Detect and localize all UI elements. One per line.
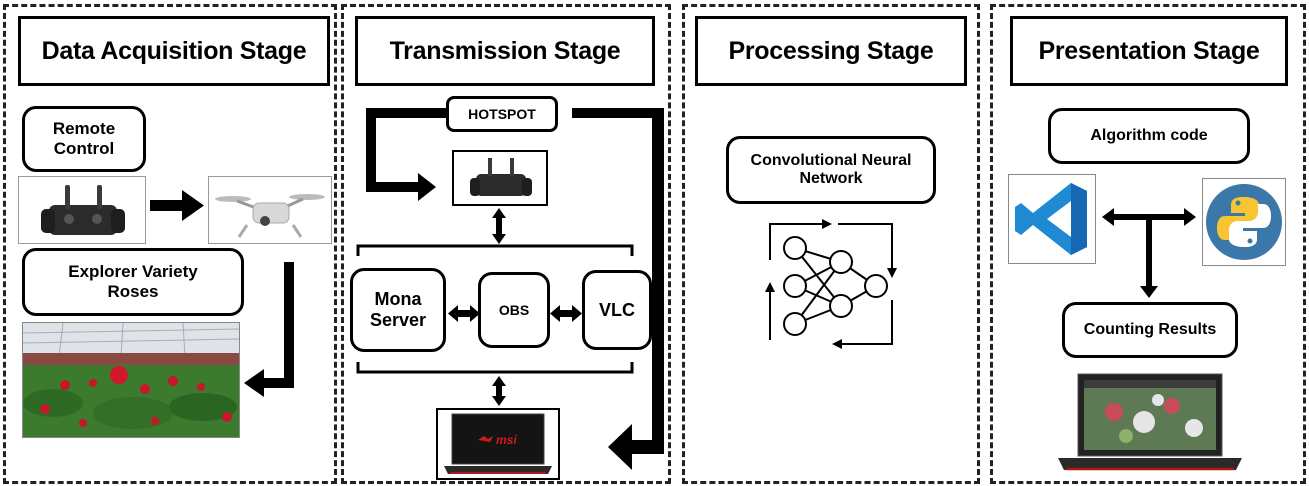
cnn-box: Convolutional Neural Network xyxy=(726,136,936,204)
drone-image xyxy=(208,176,332,244)
vlc-box: VLC xyxy=(582,270,652,350)
remote-control-box: Remote Control xyxy=(22,106,146,172)
hotspot-to-controller-arrow xyxy=(366,108,446,201)
upper-bracket xyxy=(356,244,634,256)
drone-to-roses-arrow xyxy=(244,262,294,397)
processing-stage-panel xyxy=(682,4,980,484)
mona-server-box: Mona Server xyxy=(350,268,446,352)
hotspot-box: HOTSPOT xyxy=(446,96,558,132)
neural-network-icon xyxy=(769,223,893,345)
transmission-stage-title: Transmission Stage xyxy=(355,16,655,86)
vscode-logo xyxy=(1008,174,1096,264)
acquisition-stage-panel xyxy=(3,4,337,484)
controller-bracket-double-arrow xyxy=(492,208,506,244)
mona-obs-double-arrow xyxy=(448,305,480,322)
msi-laptop-image: msi xyxy=(436,408,560,480)
transmission-stage-panel xyxy=(341,4,671,484)
laptop-brand-text: msi xyxy=(496,433,517,447)
algorithm-code-box: Algorithm code xyxy=(1048,108,1250,164)
bracket-laptop-double-arrow xyxy=(492,376,506,406)
neural-loop-arrowheads xyxy=(765,219,897,349)
obs-box: OBS xyxy=(478,272,550,348)
presentation-stage-title: Presentation Stage xyxy=(1010,16,1288,86)
rose-greenhouse-image xyxy=(22,322,240,438)
obs-vlc-double-arrow xyxy=(550,305,582,322)
counting-results-box: Counting Results xyxy=(1062,302,1238,358)
results-laptop-image xyxy=(1054,372,1246,476)
processing-stage-title: Processing Stage xyxy=(695,16,967,86)
lower-bracket xyxy=(356,362,634,374)
transmission-controller-image xyxy=(452,150,548,206)
presentation-stage-panel xyxy=(990,4,1306,484)
hotspot-to-laptop-arrow xyxy=(572,108,664,470)
remote-controller-image xyxy=(18,176,146,244)
controller-to-drone-arrow xyxy=(150,190,204,221)
python-logo xyxy=(1202,178,1286,266)
explorer-roses-box: Explorer Variety Roses xyxy=(22,248,244,316)
acquisition-stage-title: Data Acquisition Stage xyxy=(18,16,330,86)
code-to-results-arrow xyxy=(1140,217,1158,298)
